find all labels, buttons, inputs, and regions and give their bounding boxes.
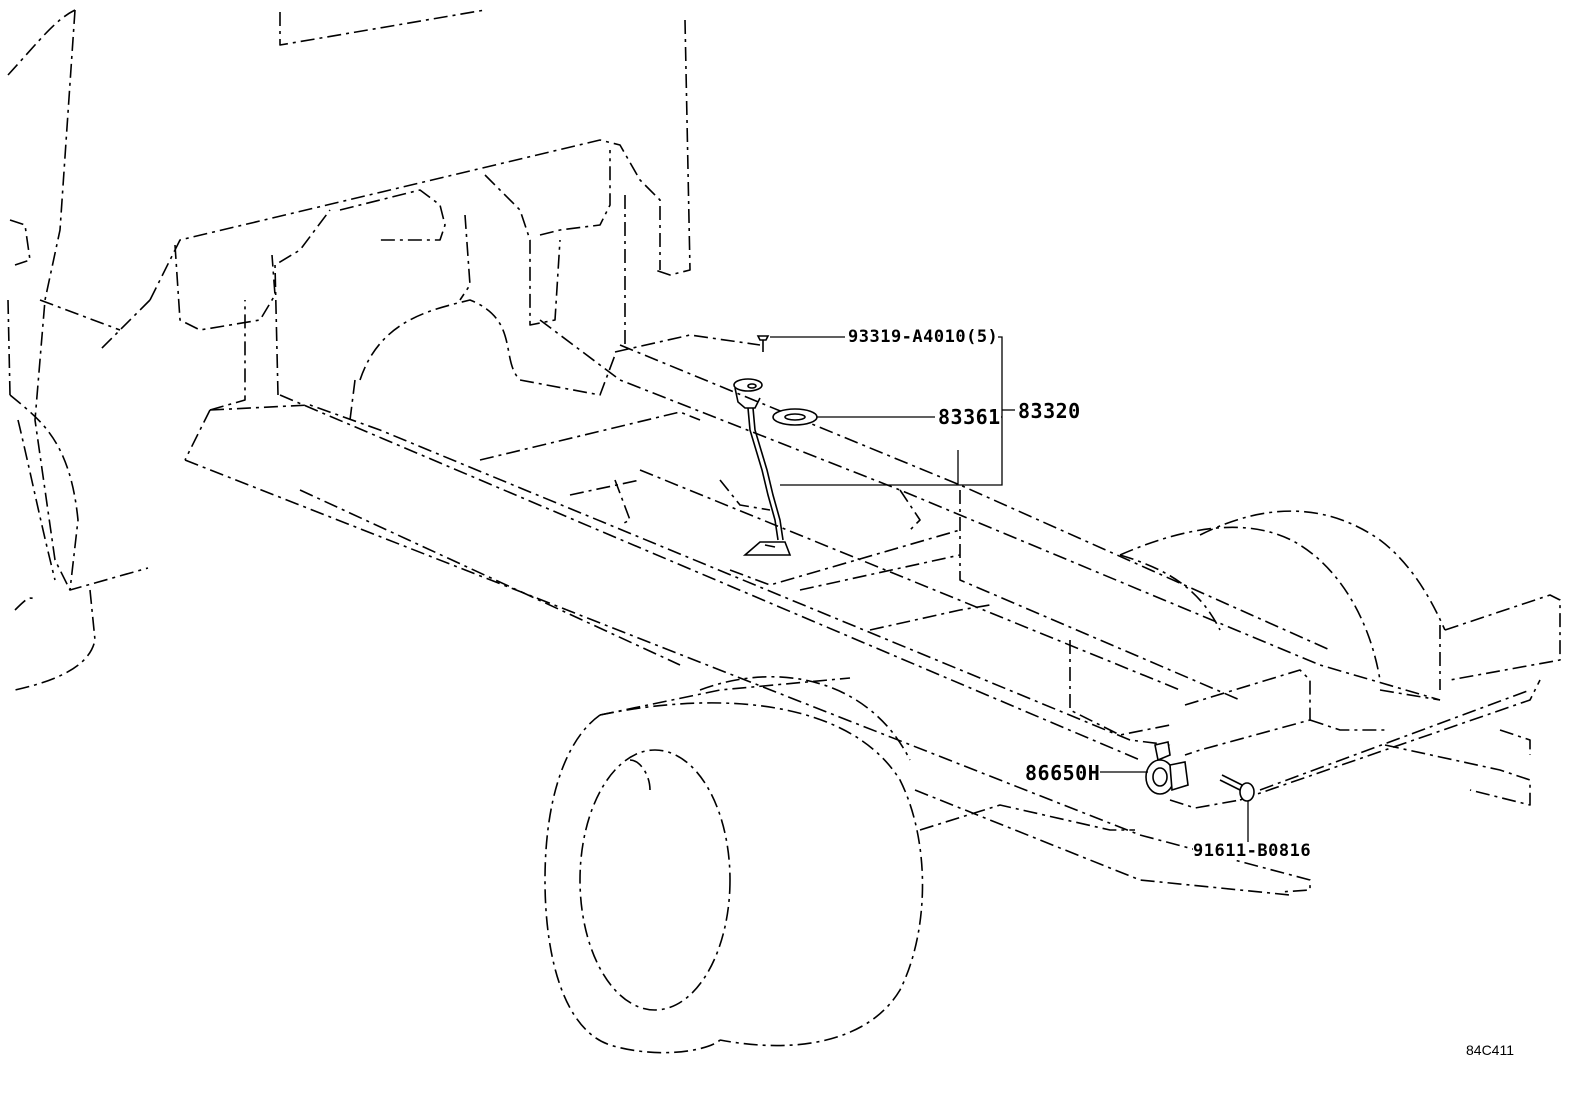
figure-reference: 84C411: [1466, 1042, 1515, 1058]
callout-buzzer: 86650H: [1025, 761, 1101, 785]
bolt-part: [1219, 774, 1255, 802]
rear-wheels: [1119, 510, 1446, 681]
callout-screw: 93319-A4010(5): [848, 327, 999, 347]
front-wheel: [544, 675, 924, 1054]
fuel-sender-gauge: [733, 378, 792, 556]
cab-body: [7, 9, 691, 691]
callout-bolt: 91611-B0816: [1193, 841, 1312, 861]
gasket-part: [772, 408, 818, 426]
callout-sender-assy: 83320: [1018, 399, 1081, 423]
screw-part: [756, 335, 770, 352]
buzzer-part: [1145, 741, 1189, 795]
chassis-frame: [184, 299, 1561, 896]
callout-gasket: 83361: [938, 405, 1001, 429]
